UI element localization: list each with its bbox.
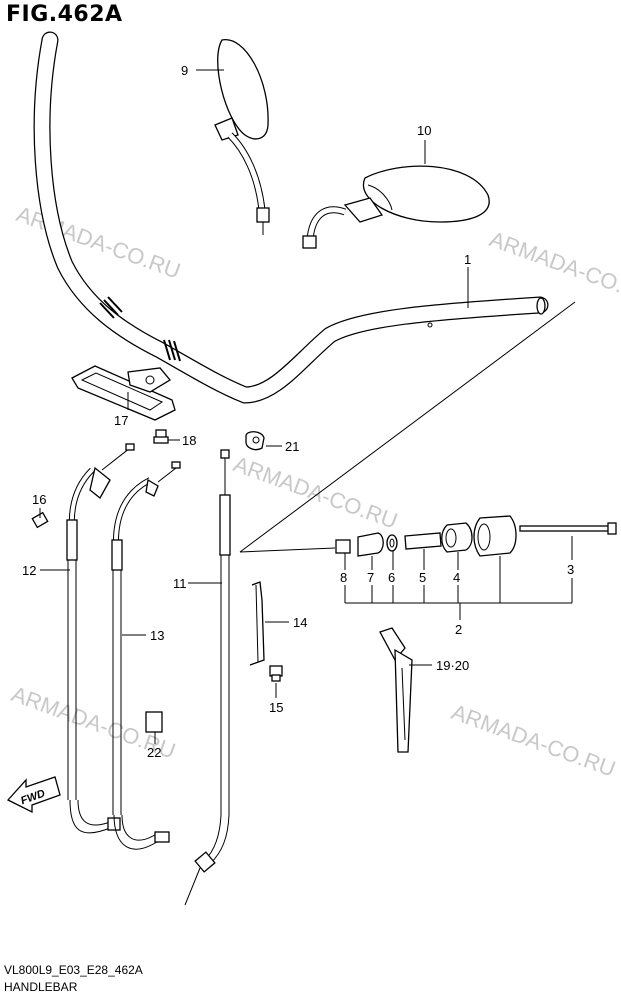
watermark: ARMADA-CO.RU: [13, 201, 184, 283]
callout-21: 21: [285, 439, 299, 454]
callout-14: 14: [293, 615, 307, 630]
cable-guide-bracket-part: [71, 365, 176, 421]
callout-7: 7: [367, 570, 374, 585]
callout-15: 15: [269, 700, 283, 715]
cap-7-part: [357, 532, 384, 557]
callouts: 9 10 1 17 18 21 16 12 11 13 14 15 22 19·…: [22, 63, 574, 760]
collar-5-part: [404, 532, 442, 550]
forward-direction-arrow: FWD: [6, 776, 61, 814]
clamp-21-part: [245, 431, 265, 451]
weight-2-part: [473, 515, 517, 557]
callout-9: 9: [181, 63, 188, 78]
handlebar-knurl-right: [163, 339, 181, 362]
callout-16: 16: [32, 492, 46, 507]
bolt-15-part: [269, 665, 283, 682]
cable-tie-19-20-part: [379, 627, 413, 753]
callout-4: 4: [453, 570, 460, 585]
callout-17: 17: [114, 413, 128, 428]
handlebar-part: [33, 31, 549, 404]
watermark: ARMADA-CO.RU: [486, 226, 621, 308]
label-22-part: [145, 711, 163, 733]
callout-22: 22: [147, 745, 161, 760]
diagram-code: VL800L9_E03_E28_462A: [4, 963, 143, 977]
clutch-cable-11-part: [184, 449, 231, 906]
bolt-18-part: [153, 429, 169, 444]
callout-19-20: 19·20: [436, 658, 469, 673]
throttle-cable-13-part: [111, 461, 181, 850]
diagram-name: HANDLEBAR: [4, 980, 78, 994]
callout-5: 5: [419, 570, 426, 585]
figure-title: FIG.462A: [6, 2, 123, 27]
callout-13: 13: [150, 628, 164, 643]
left-mirror-part: [214, 39, 270, 235]
throttle-cable-12-part: [66, 443, 135, 834]
callout-12: 12: [22, 563, 36, 578]
weight-4-part: [441, 522, 473, 553]
right-mirror-part: [302, 165, 490, 249]
washer-6-part: [386, 534, 398, 552]
watermark: ARMADA-CO.RU: [448, 699, 619, 781]
balancer-assembly: [335, 515, 617, 557]
callout-1: 1: [464, 252, 471, 267]
leader-lines: [39, 69, 573, 744]
callout-8: 8: [340, 570, 347, 585]
callout-6: 6: [388, 570, 395, 585]
watermark: ARMADA-CO.RU: [230, 451, 401, 533]
nut-8-part: [335, 539, 351, 554]
bolt-16-part: [31, 511, 49, 529]
reference-lines: [239, 301, 576, 553]
screw-3-part: [519, 522, 617, 535]
handlebar-knurl-left: [99, 296, 123, 319]
callout-2: 2: [455, 622, 462, 637]
callout-3: 3: [567, 562, 574, 577]
stay-14-part: [249, 581, 265, 666]
callout-11: 11: [173, 576, 187, 591]
callout-10: 10: [417, 123, 431, 138]
callout-18: 18: [182, 433, 196, 448]
